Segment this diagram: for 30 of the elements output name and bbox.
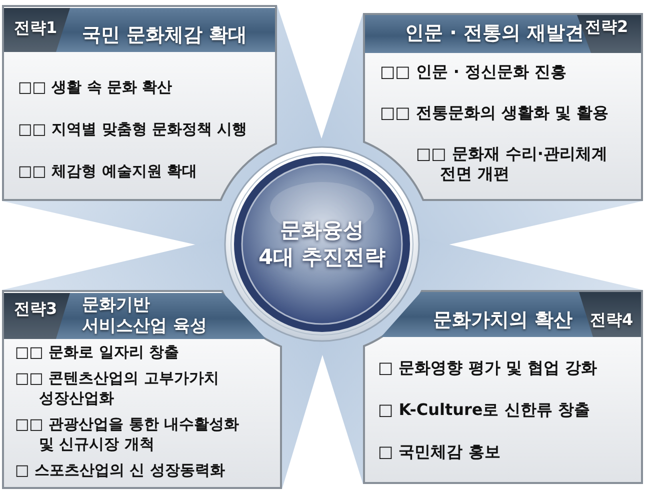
list-item: □ 국민체감 홍보 <box>378 442 500 462</box>
strategy-card <box>363 290 643 484</box>
header-band <box>365 15 641 53</box>
center-title: 문화융성 4대 추진전략 <box>258 217 386 271</box>
header-title: 문화가치의 확산 <box>433 308 573 332</box>
list-item: □ 스포츠산업의 신 성장동력화 <box>15 460 225 480</box>
header-band <box>4 8 275 52</box>
list-item: □□ 인문 · 정신문화 진흥 <box>380 62 567 82</box>
list-item: □□ 콘텐츠산업의 고부가가치 성장산업화 <box>15 368 220 408</box>
tag-label: 전략3 <box>14 299 58 319</box>
header-band <box>4 293 266 339</box>
tag-label: 전략1 <box>14 18 58 38</box>
strategy-card <box>363 13 643 201</box>
tag-label: 전략4 <box>590 310 634 330</box>
list-item: □ K-Culture로 신한류 창출 <box>378 400 590 420</box>
list-item: □□ 체감형 예술지원 확대 <box>18 161 198 181</box>
strategy-card <box>2 290 282 489</box>
tag-label: 전략2 <box>585 17 628 37</box>
list-item: □□ 관광산업을 통한 내수활성화 및 신규시장 개척 <box>15 414 240 454</box>
list-item: □□ 문화재 수리·관리체계 전면 개편 <box>416 144 608 184</box>
header-band <box>381 292 641 337</box>
header-title: 인문 · 전통의 재발견 <box>405 21 584 45</box>
list-item: □□ 문화로 일자리 창출 <box>15 342 180 362</box>
list-item: □□ 전통문화의 생활화 및 활용 <box>380 103 609 123</box>
list-item: □□ 생활 속 문화 확산 <box>18 77 172 97</box>
list-item: □ 문화영향 평가 및 협업 강화 <box>378 358 597 378</box>
list-item: □□ 지역별 맞춤형 문화정책 시행 <box>18 119 248 139</box>
header-title: 문화기반 서비스산업 육성 <box>82 295 208 337</box>
header-title: 국민 문화체감 확대 <box>82 23 248 47</box>
strategy-card <box>2 5 277 201</box>
